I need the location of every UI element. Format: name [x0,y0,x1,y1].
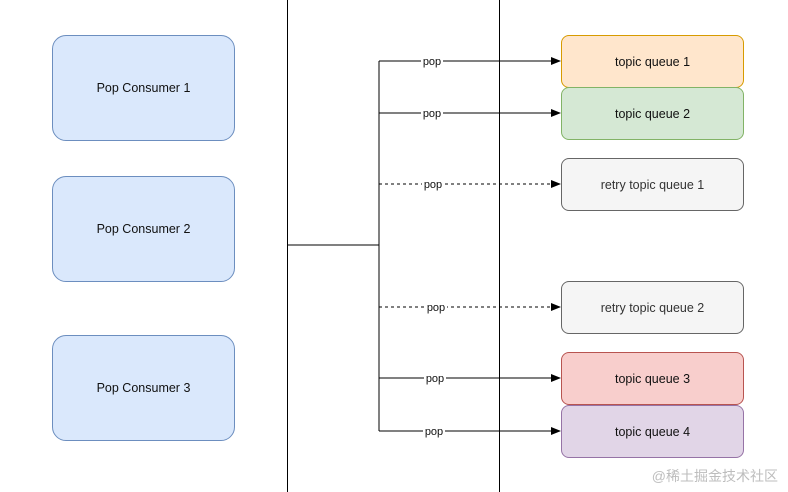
pop-edge-label-1: pop [423,56,441,68]
pop-edge-label-bg-6 [423,424,445,438]
pop-edge-label-bg-3 [422,177,444,191]
pop-consumer-3-label: Pop Consumer 3 [96,381,191,395]
topic-queue-4: topic queue 4 [561,405,744,458]
pop-edge-label-5: pop [426,373,444,385]
topic-queue-3: topic queue 3 [561,352,744,405]
topic-queue-1: topic queue 1 [561,35,744,88]
topic-queue-4-label: topic queue 4 [614,424,691,439]
pop-edge-label-2: pop [423,108,441,120]
pop-consumer-2-label: Pop Consumer 2 [96,222,191,236]
pop-edge-label-bg-1 [421,54,443,68]
divider-left [287,0,288,492]
retry-topic-queue-2-label: retry topic queue 2 [600,300,705,315]
pop-edge-4: pop [379,300,561,314]
pop-consumer-2: Pop Consumer 2 [52,176,235,282]
pop-edge-6: pop [379,424,561,438]
topic-queue-2-label: topic queue 2 [614,106,691,121]
watermark: @稀土掘金技术社区 [651,468,778,484]
pop-edge-label-4: pop [427,302,445,314]
pop-edge-label-3: pop [424,179,442,191]
pop-edge-5: pop [379,371,561,385]
topic-queue-2: topic queue 2 [561,87,744,140]
retry-topic-queue-1: retry topic queue 1 [561,158,744,211]
pop-edge-label-6: pop [425,426,443,438]
pop-edge-1: pop [379,54,561,68]
pop-consumer-1: Pop Consumer 1 [52,35,235,141]
pop-edge-label-bg-2 [421,106,443,120]
topic-queue-1-label: topic queue 1 [614,54,691,69]
divider-right [499,0,500,492]
pop-edge-label-bg-5 [424,371,446,385]
pop-edge-3: pop [379,177,561,191]
retry-topic-queue-2: retry topic queue 2 [561,281,744,334]
pop-consumer-3: Pop Consumer 3 [52,335,235,441]
trunk-lines [287,61,380,431]
pop-edge-2: pop [379,106,561,120]
pop-consumer-1-label: Pop Consumer 1 [96,81,191,95]
topic-queue-3-label: topic queue 3 [614,371,691,386]
pop-edge-label-bg-4 [425,300,447,314]
retry-topic-queue-1-label: retry topic queue 1 [600,177,705,192]
